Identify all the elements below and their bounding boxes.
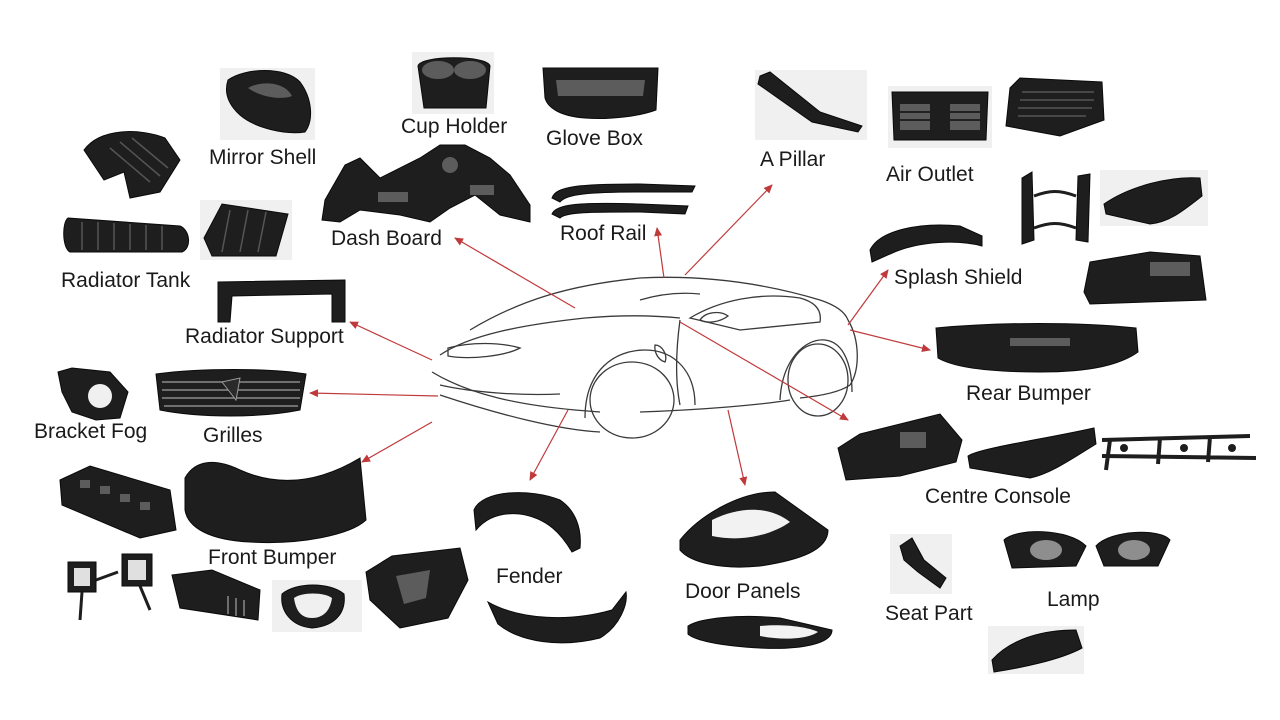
label-dash-board: Dash Board xyxy=(331,227,442,250)
seat-part-part xyxy=(890,534,952,594)
mirror-bracket-part xyxy=(67,553,153,621)
seat-bracket-part xyxy=(1021,171,1091,245)
arrow-door-panels xyxy=(727,409,748,486)
label-air-outlet: Air Outlet xyxy=(886,163,974,186)
bracket-fog-part xyxy=(57,367,129,421)
arrow-roof-rail xyxy=(654,227,665,279)
mirror-shell-part xyxy=(220,68,315,140)
front-bumper-part xyxy=(184,457,367,543)
arrow-a-pillar xyxy=(684,184,773,276)
dash-board-part xyxy=(321,144,531,223)
arrow-splash-shield xyxy=(847,269,889,326)
label-mirror-shell: Mirror Shell xyxy=(209,146,316,169)
arrow-dash-board xyxy=(454,237,576,309)
a-pillar-part xyxy=(755,70,867,140)
arrow-front-bumper xyxy=(361,421,433,463)
label-radiator-tank: Radiator Tank xyxy=(61,269,191,292)
radiator-support-part xyxy=(217,279,346,323)
label-roof-rail: Roof Rail xyxy=(560,222,646,245)
label-lamp: Lamp xyxy=(1047,588,1100,611)
arrow-fender xyxy=(529,409,569,481)
label-a-pillar: A Pillar xyxy=(760,148,825,171)
rear-bumper-part xyxy=(935,323,1139,373)
air-outlet-part xyxy=(888,86,992,148)
label-splash-shield: Splash Shield xyxy=(894,266,1022,289)
label-seat-part: Seat Part xyxy=(885,602,973,625)
label-bracket-fog: Bracket Fog xyxy=(34,420,147,443)
arrow-centre-console xyxy=(679,321,849,421)
trim-piece-part xyxy=(1100,170,1208,226)
label-cup-holder: Cup Holder xyxy=(401,115,507,138)
console-frame-part xyxy=(967,427,1097,479)
vent-grille-part xyxy=(1005,77,1105,137)
lamp-part xyxy=(1003,531,1171,569)
splash-shield-part xyxy=(869,224,983,263)
label-door-panels: Door Panels xyxy=(685,580,801,603)
engine-cover-part xyxy=(59,465,177,539)
label-front-bumper: Front Bumper xyxy=(208,546,336,569)
bottom-trim-part xyxy=(988,626,1084,674)
label-centre-console: Centre Console xyxy=(925,485,1071,508)
label-grilles: Grilles xyxy=(203,424,263,447)
gear-cover-part xyxy=(365,547,469,629)
radiator-manifold-part xyxy=(200,200,292,260)
arrow-grilles xyxy=(309,389,439,398)
label-rear-bumper: Rear Bumper xyxy=(966,382,1091,405)
door-panels-part xyxy=(679,491,833,649)
small-frame-part xyxy=(272,580,362,632)
cup-holder-part xyxy=(412,52,494,114)
roof-rail-part xyxy=(551,183,696,219)
fender-flare-part xyxy=(486,590,627,644)
glove-box-part xyxy=(542,67,659,119)
interior-panel-part xyxy=(1083,251,1207,305)
fender-part xyxy=(473,492,581,553)
grilles-part xyxy=(155,369,307,417)
radiator-tank-part xyxy=(63,217,189,253)
arrow-rear-bumper xyxy=(849,329,931,352)
bracket-clip-part xyxy=(83,131,181,199)
label-radiator-support: Radiator Support xyxy=(185,325,344,348)
label-glove-box: Glove Box xyxy=(546,127,643,150)
door-handle-part xyxy=(171,569,261,621)
part-labels: Mirror Shell Cup Holder Glove Box A Pill… xyxy=(34,115,1100,625)
centre-console-part xyxy=(837,413,963,481)
arrow-radiator-support xyxy=(349,321,433,361)
label-fender: Fender xyxy=(496,565,563,588)
carrier-bracket-part xyxy=(1101,434,1257,471)
red-arrow-icon-group xyxy=(309,184,931,486)
sports-car-line-drawing-icon xyxy=(431,276,858,439)
